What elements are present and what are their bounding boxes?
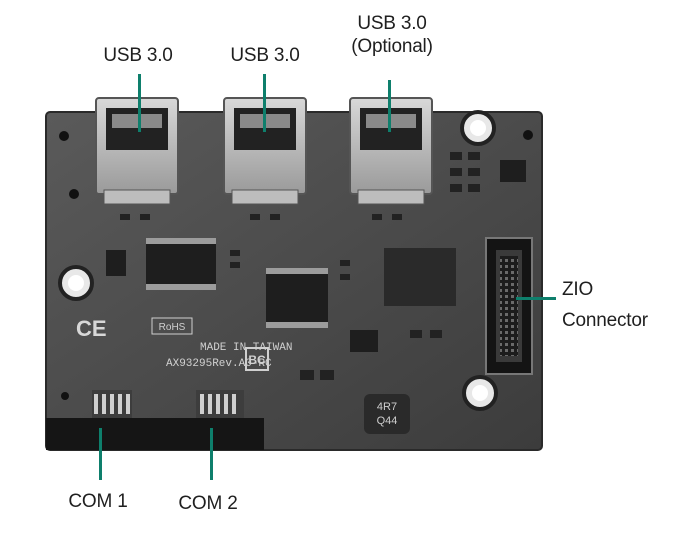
inductor-marking-line1: 4R7 — [377, 401, 397, 413]
zio-connector-label: ZIO Connector — [562, 278, 648, 332]
com1-leader-line — [99, 428, 102, 480]
usb3-label-line1: USB 3.0 — [357, 13, 427, 34]
usb1-leader-line — [138, 74, 141, 132]
usb1-label: USB 3.0 — [103, 45, 173, 66]
bc-marking: BC — [248, 353, 266, 367]
usb-port-2 — [223, 97, 307, 205]
usb3-label-line2: (Optional) — [351, 36, 433, 57]
mounting-holes — [58, 110, 533, 411]
zio-leader-line — [516, 297, 556, 300]
inductor-marking-line2: Q44 — [377, 415, 398, 427]
usb3-optional-label: USB 3.0 (Optional) — [351, 12, 433, 58]
usb-port-1 — [95, 97, 179, 205]
zio-label-line2: Connector — [562, 310, 648, 331]
usb-port-3 — [349, 97, 433, 205]
com2-leader-line — [210, 428, 213, 480]
zio-label-line1: ZIO — [562, 279, 594, 300]
chip-pins — [146, 238, 328, 328]
com1-label: COM 1 — [68, 491, 128, 512]
usb3-leader-line — [388, 80, 391, 132]
ic-chips — [106, 160, 526, 352]
com2-label: COM 2 — [178, 493, 238, 514]
rohs-mark: RoHS — [159, 322, 186, 333]
ce-mark: CE — [76, 316, 107, 341]
small-components — [120, 152, 480, 380]
board-markings: CE RoHS MADE IN TAIWAN AX93295Rev.A0-RC … — [76, 316, 292, 371]
usb2-label: USB 3.0 — [230, 45, 300, 66]
zio-connector — [485, 237, 533, 375]
inductor: 4R7 Q44 — [364, 394, 410, 434]
usb2-leader-line — [263, 74, 266, 132]
